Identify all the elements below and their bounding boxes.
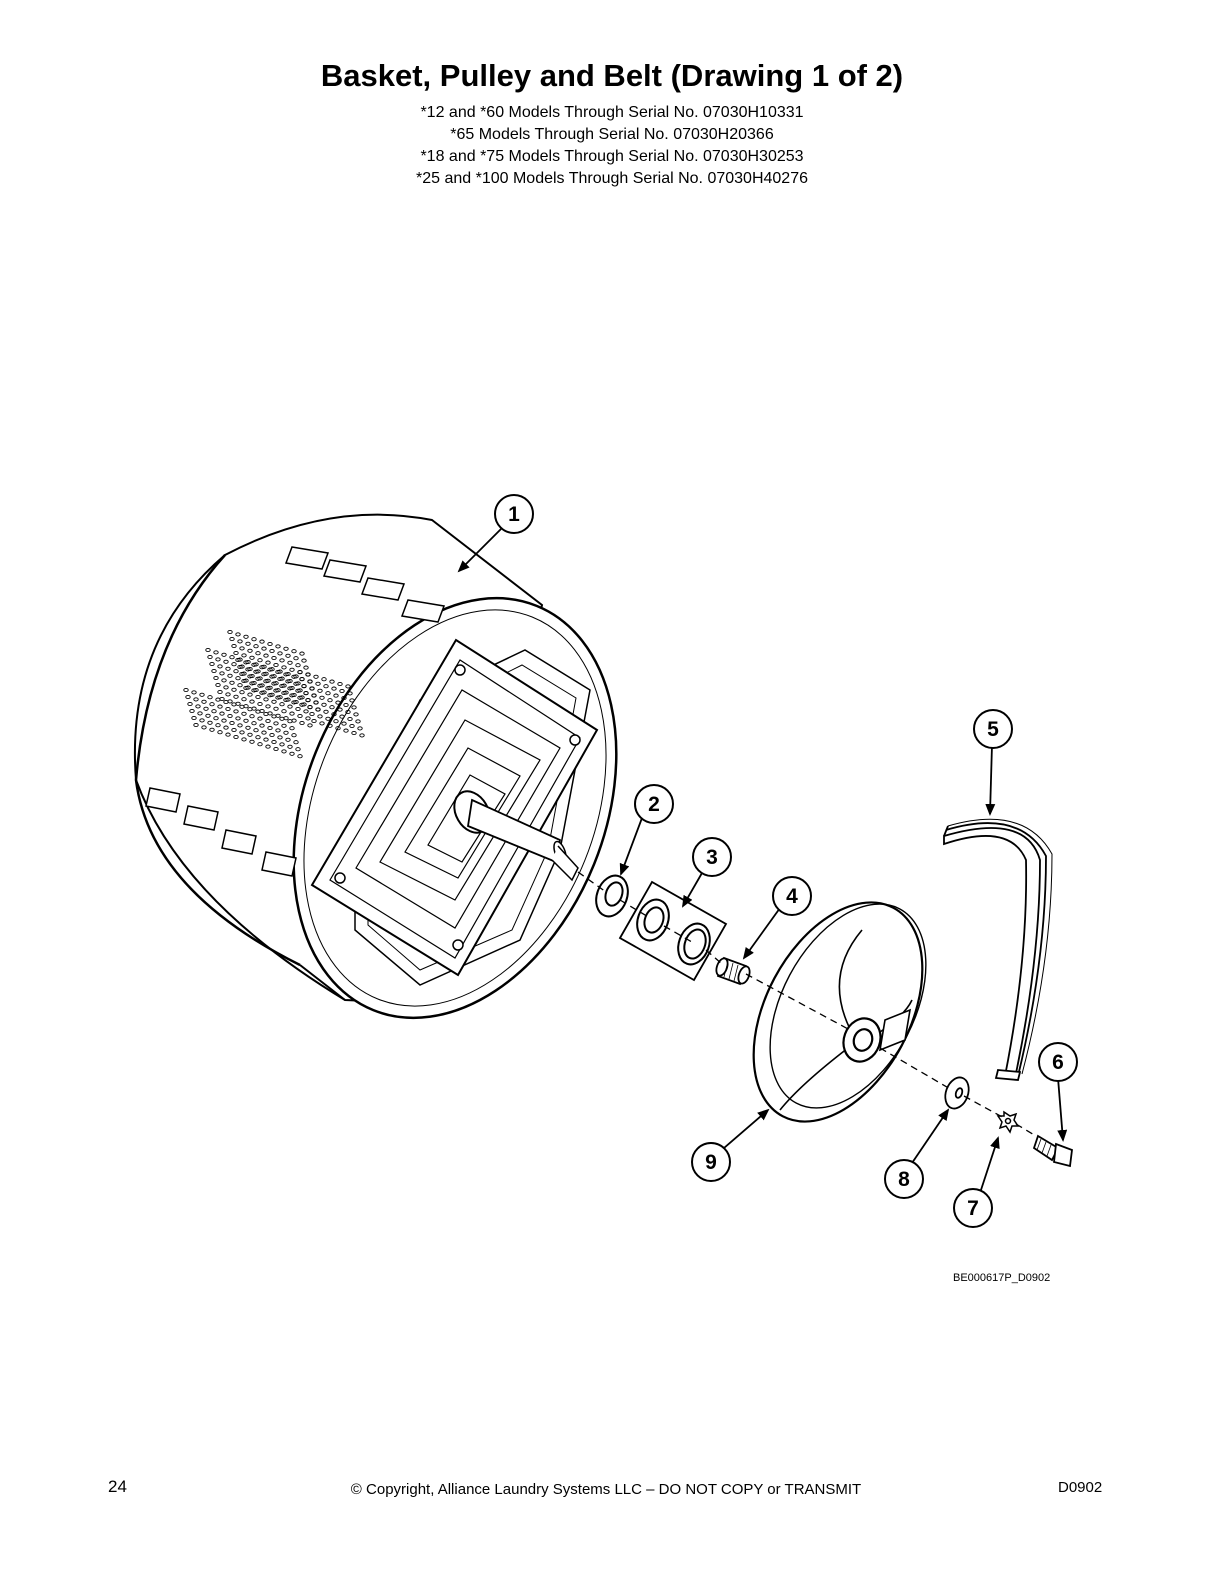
- svg-text:9: 9: [705, 1151, 717, 1174]
- page-title: Basket, Pulley and Belt (Drawing 1 of 2): [320, 58, 904, 93]
- drawing-code: BE000617P_D0902: [953, 1272, 1051, 1284]
- bolt-part: [1032, 1134, 1073, 1168]
- page-number: 24: [108, 1477, 127, 1496]
- bushing-part: [715, 956, 751, 986]
- svg-text:7: 7: [967, 1197, 979, 1220]
- callout-1: 1: [494, 494, 534, 534]
- callout-3: 3: [692, 837, 732, 877]
- leader-lines: [457, 528, 1068, 1194]
- subtitle-line-2: *65 Models Through Serial No. 07030H2036…: [450, 126, 774, 143]
- subtitle-line-4: *25 and *100 Models Through Serial No. 0…: [416, 170, 808, 187]
- callout-6: 6: [1038, 1042, 1078, 1082]
- bearing-ring-part: [595, 874, 629, 918]
- callout-2: 2: [634, 784, 674, 824]
- washer-part: [944, 1076, 970, 1110]
- assembly-axis-line: [577, 871, 1037, 1137]
- svg-text:1: 1: [508, 503, 520, 526]
- callout-8: 8: [884, 1159, 924, 1199]
- perforation-holes: [183, 629, 365, 759]
- lockwasher-part: [996, 1110, 1020, 1134]
- svg-text:8: 8: [898, 1168, 910, 1191]
- subtitle-line-3: *18 and *75 Models Through Serial No. 07…: [420, 148, 804, 165]
- callout-5: 5: [973, 709, 1013, 749]
- svg-text:5: 5: [987, 718, 999, 741]
- document-code: D0902: [1058, 1479, 1103, 1496]
- svg-text:3: 3: [706, 846, 718, 869]
- pulley-part: [752, 901, 927, 1123]
- svg-text:2: 2: [648, 793, 660, 816]
- basket-part: [133, 513, 618, 1020]
- copyright-notice: © Copyright, Alliance Laundry Systems LL…: [350, 1481, 862, 1498]
- bearing-kit-part: [618, 880, 728, 982]
- callout-7: 7: [953, 1188, 993, 1228]
- svg-text:6: 6: [1052, 1051, 1064, 1074]
- callout-4: 4: [772, 876, 812, 916]
- callout-9: 9: [691, 1142, 731, 1182]
- belt-part: [943, 818, 1053, 1081]
- subtitle-line-1: *12 and *60 Models Through Serial No. 07…: [420, 104, 804, 121]
- svg-text:4: 4: [786, 885, 798, 908]
